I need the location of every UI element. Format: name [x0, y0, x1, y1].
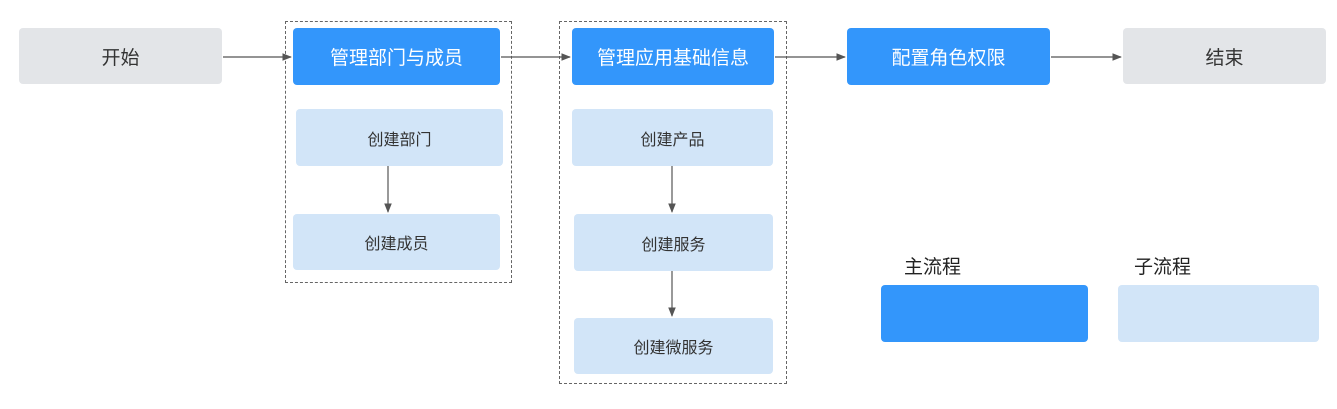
start-node: 开始 — [19, 28, 222, 84]
group-manage-app-info — [559, 21, 787, 384]
create-microservice-label: 创建微服务 — [633, 338, 714, 357]
manage-dept-members-label: 管理部门与成员 — [329, 47, 463, 69]
legend-sub-flow-swatch — [1118, 285, 1319, 342]
create-member-label: 创建成员 — [364, 234, 429, 253]
create-microservice-node: 创建微服务 — [574, 318, 773, 374]
legend-sub-flow-label: 子流程 — [1134, 256, 1192, 278]
create-service-node: 创建服务 — [574, 214, 773, 271]
config-role-perm-label: 配置角色权限 — [891, 47, 1006, 69]
create-dept-node: 创建部门 — [296, 109, 503, 166]
manage-dept-members-node: 管理部门与成员 — [293, 28, 500, 85]
group-manage-dept-members — [285, 21, 512, 283]
end-node: 结束 — [1123, 28, 1326, 84]
create-dept-label: 创建部门 — [367, 129, 432, 149]
manage-app-info-label: 管理应用基础信息 — [596, 47, 749, 69]
legend-main-flow-swatch — [881, 285, 1088, 342]
create-product-node: 创建产品 — [572, 109, 773, 166]
end-node-label: 结束 — [1205, 46, 1244, 69]
start-node-label: 开始 — [101, 46, 140, 69]
manage-app-info-node: 管理应用基础信息 — [572, 28, 774, 85]
create-member-node: 创建成员 — [293, 214, 500, 270]
config-role-perm-node: 配置角色权限 — [847, 28, 1050, 85]
create-service-label: 创建服务 — [641, 234, 706, 254]
create-product-label: 创建产品 — [640, 129, 705, 149]
legend-main-flow-label: 主流程 — [904, 256, 962, 278]
